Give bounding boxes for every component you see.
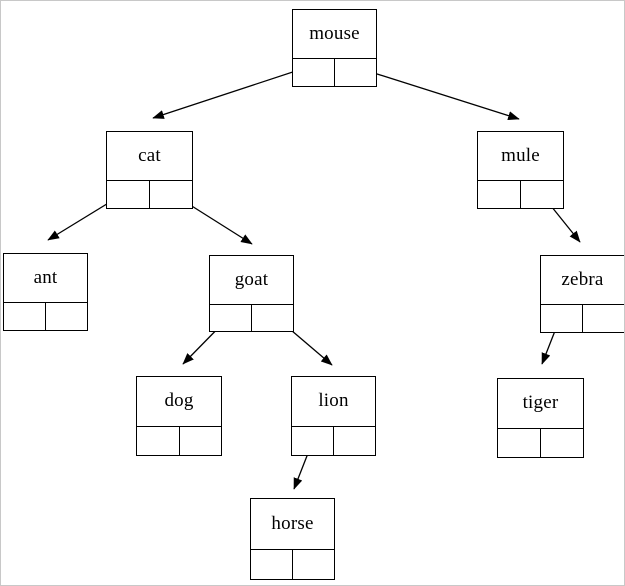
tree-node-cat[interactable]: cat: [106, 131, 193, 209]
node-label: mule: [501, 144, 540, 166]
right-pointer-cell[interactable]: [541, 429, 583, 457]
node-pointer-row: [292, 426, 375, 455]
node-label: cat: [138, 144, 161, 166]
node-label: tiger: [522, 392, 559, 413]
left-pointer-cell[interactable]: [498, 429, 541, 457]
node-pointer-row: [293, 58, 376, 86]
node-label: horse: [271, 512, 314, 534]
left-pointer-cell[interactable]: [4, 303, 46, 330]
node-pointer-row: [498, 428, 583, 457]
right-pointer-cell[interactable]: [252, 305, 293, 331]
node-pointer-row: [107, 180, 192, 208]
node-pointer-row: [541, 304, 624, 332]
right-pointer-cell[interactable]: [150, 181, 192, 208]
left-pointer-cell[interactable]: [210, 305, 252, 331]
node-label: dog: [164, 390, 194, 411]
right-pointer-cell[interactable]: [334, 427, 375, 455]
tree-node-mule[interactable]: mule: [477, 131, 564, 209]
right-pointer-cell[interactable]: [293, 550, 334, 579]
right-pointer-cell[interactable]: [521, 181, 563, 208]
left-pointer-cell[interactable]: [293, 59, 335, 86]
tree-node-mouse[interactable]: mouse: [292, 9, 377, 87]
left-pointer-cell[interactable]: [478, 181, 521, 208]
node-pointer-row: [251, 549, 334, 579]
left-pointer-cell[interactable]: [251, 550, 293, 579]
node-label: zebra: [561, 268, 604, 290]
node-pointer-row: [478, 180, 563, 208]
right-pointer-cell[interactable]: [335, 59, 376, 86]
tree-node-lion[interactable]: lion: [291, 376, 376, 456]
left-pointer-cell[interactable]: [541, 305, 583, 332]
right-pointer-cell[interactable]: [583, 305, 624, 332]
left-pointer-cell[interactable]: [107, 181, 150, 208]
edge-mouse-mule: [354, 66, 520, 121]
node-pointer-row: [210, 304, 293, 331]
tree-node-dog[interactable]: dog: [136, 376, 222, 456]
edge-mouse-cat: [152, 64, 315, 119]
node-pointer-row: [137, 426, 221, 455]
tree-node-horse[interactable]: horse: [250, 498, 335, 580]
node-label: lion: [318, 390, 349, 411]
left-pointer-cell[interactable]: [292, 427, 334, 455]
tree-node-ant[interactable]: ant: [3, 253, 88, 331]
right-pointer-cell[interactable]: [180, 427, 222, 455]
right-pointer-cell[interactable]: [46, 303, 87, 330]
node-pointer-row: [4, 302, 87, 330]
node-label: ant: [33, 266, 58, 288]
left-pointer-cell[interactable]: [137, 427, 180, 455]
node-label: goat: [234, 268, 269, 290]
tree-node-goat[interactable]: goat: [209, 255, 294, 332]
tree-node-zebra[interactable]: zebra: [540, 255, 624, 333]
tree-node-tiger[interactable]: tiger: [497, 378, 584, 458]
node-label: mouse: [309, 22, 360, 44]
